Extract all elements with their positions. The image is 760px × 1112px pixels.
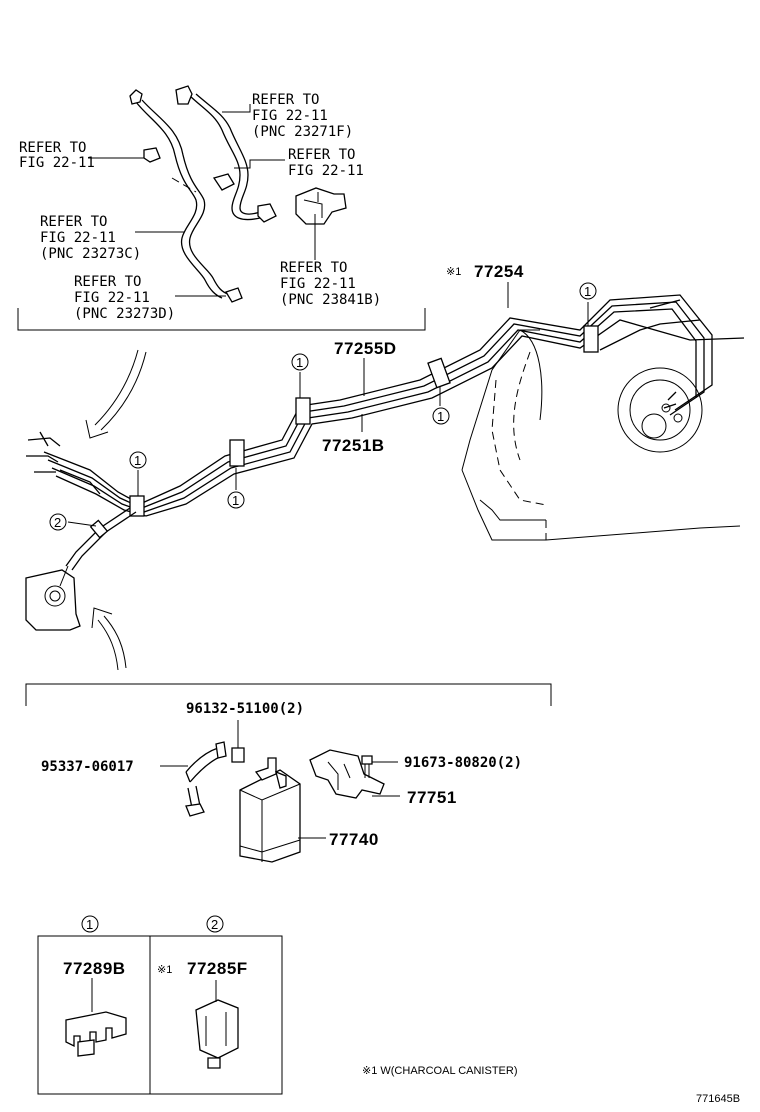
clip-icon	[225, 287, 243, 303]
svg-text:(PNC 23273C): (PNC 23273C)	[40, 246, 141, 262]
clip-icon	[185, 803, 205, 817]
svg-text:1: 1	[134, 453, 141, 468]
svg-text:FIG 22-11: FIG 22-11	[40, 230, 116, 246]
connector-icon	[175, 85, 193, 105]
clip-icon	[212, 173, 235, 191]
callout-1: 1	[432, 407, 450, 425]
svg-text:REFER TO: REFER TO	[74, 274, 141, 290]
arrow-icon	[85, 349, 147, 439]
clamp-icon	[129, 495, 145, 517]
canister-bracket-icon	[309, 749, 385, 799]
legend-callout-2: 2	[206, 915, 224, 933]
callout-1: 1	[227, 491, 245, 509]
svg-text:(PNC 23271F): (PNC 23271F)	[252, 124, 353, 140]
clamp-icon	[89, 519, 109, 539]
part-96132-51100: 96132-51100(2)	[186, 701, 304, 717]
clamp-icon	[229, 439, 245, 467]
clamp-base-icon	[77, 1039, 95, 1057]
svg-text:REFER TO: REFER TO	[280, 260, 347, 276]
legend-mark-77285F: ※1	[157, 964, 172, 976]
callout-1: 1	[291, 353, 309, 371]
svg-text:FIG 22-11: FIG 22-11	[19, 155, 95, 171]
mark-77254: ※1	[446, 266, 461, 278]
callout-2: 2	[49, 513, 67, 531]
clamp-icon	[427, 357, 451, 389]
legend-callout-1: 1	[81, 915, 99, 933]
bolt-icon	[361, 755, 373, 765]
part-77254: 77254	[474, 262, 524, 281]
part-77751: 77751	[407, 788, 457, 807]
connector-icon	[257, 203, 277, 223]
svg-text:2: 2	[54, 515, 61, 530]
svg-text:2: 2	[211, 917, 218, 932]
part-77255D: 77255D	[334, 339, 397, 358]
canister-port-icon	[254, 757, 277, 781]
svg-text:REFER TO: REFER TO	[252, 92, 319, 108]
clip-icon	[231, 747, 245, 763]
footnote: ※1 W(CHARCOAL CANISTER)	[362, 1065, 518, 1077]
hose-end-icon	[215, 741, 227, 759]
ref-label-23273C: REFER TO FIG 22-11 (PNC 23273C)	[40, 214, 141, 262]
ref-label-23271F: REFER TO FIG 22-11 (PNC 23271F)	[252, 92, 353, 140]
svg-text:(PNC 23273D): (PNC 23273D)	[74, 306, 175, 322]
svg-text:(PNC 23841B): (PNC 23841B)	[280, 292, 381, 308]
reference-hoses-group	[17, 85, 426, 331]
svg-text:FIG 22-11: FIG 22-11	[280, 276, 356, 292]
part-77740: 77740	[329, 830, 379, 849]
svg-text:FIG 22-11: FIG 22-11	[288, 163, 364, 179]
svg-text:1: 1	[296, 355, 303, 370]
clamp-77289B-icon	[65, 1011, 127, 1048]
svg-text:REFER TO: REFER TO	[40, 214, 107, 230]
legend-boxes: 1 2	[37, 915, 283, 1095]
main-tube-assembly	[25, 294, 745, 631]
svg-text:REFER TO: REFER TO	[19, 140, 86, 156]
ref-label-23273D: REFER TO FIG 22-11 (PNC 23273D)	[74, 274, 175, 322]
clamp-77285F-icon	[195, 999, 239, 1059]
clamp-icon	[583, 325, 599, 353]
clamp-base-icon	[207, 1057, 221, 1069]
part-95337-06017: 95337-06017	[41, 759, 134, 775]
svg-text:REFER TO: REFER TO	[288, 147, 355, 163]
callout-1: 1	[129, 451, 147, 469]
arrow-icon	[91, 607, 127, 671]
svg-text:FIG 22-11: FIG 22-11	[252, 108, 328, 124]
figure-id: 771645B	[696, 1093, 740, 1105]
callout-1: 1	[579, 282, 597, 300]
bracket-icon	[295, 187, 347, 225]
ref-label-left: REFER TO FIG 22-11	[19, 140, 95, 171]
part-91673-80820: 91673-80820(2)	[404, 755, 522, 771]
svg-text:1: 1	[232, 493, 239, 508]
svg-text:1: 1	[437, 409, 444, 424]
clamp-icon	[295, 397, 311, 425]
svg-text:1: 1	[86, 917, 93, 932]
clip-icon	[129, 89, 143, 105]
clip-icon	[143, 147, 161, 163]
svg-text:1: 1	[584, 284, 591, 299]
ref-label-23841B: REFER TO FIG 22-11 (PNC 23841B)	[280, 260, 381, 308]
ref-label-right: REFER TO FIG 22-11	[288, 147, 364, 179]
charcoal-canister-icon	[239, 769, 301, 863]
legend-part-77289B: 77289B	[63, 959, 126, 978]
canister-port-icon	[275, 770, 287, 789]
main-leaders	[67, 282, 589, 527]
canister-outline	[25, 569, 81, 631]
legend-part-77285F: 77285F	[187, 959, 248, 978]
part-77251B: 77251B	[322, 436, 385, 455]
canister-group	[25, 683, 552, 863]
svg-text:FIG 22-11: FIG 22-11	[74, 290, 150, 306]
